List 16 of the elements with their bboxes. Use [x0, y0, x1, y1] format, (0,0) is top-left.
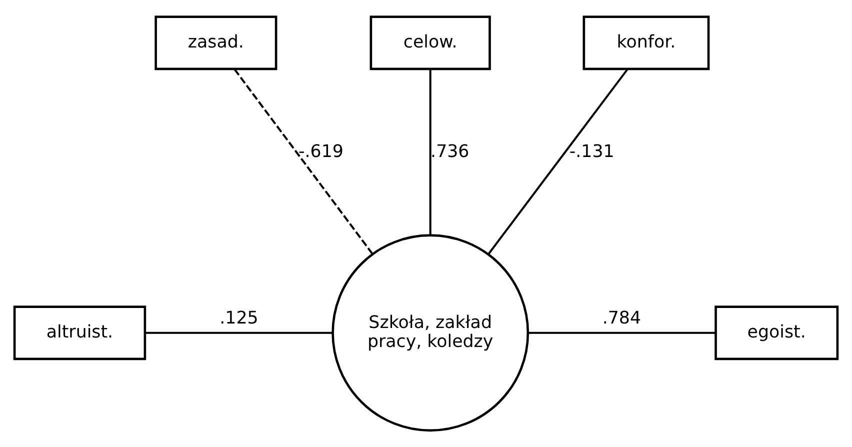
connector [528, 332, 716, 334]
connector [145, 332, 333, 334]
edge-label: .125 [220, 308, 258, 329]
node-box: celow. [370, 16, 491, 70]
edge-label: -.131 [569, 142, 614, 162]
node-box: altruist. [13, 306, 146, 360]
node-box: egoist. [714, 306, 839, 360]
node-circle: Szkoła, zakład pracy, koledzy [332, 234, 530, 432]
edge-label: .784 [602, 308, 642, 329]
connector [429, 69, 432, 236]
node-box: zasad. [154, 16, 278, 70]
edge-label: -.619 [298, 142, 344, 162]
edge-label: .736 [430, 142, 470, 162]
node-box: konfor. [582, 16, 710, 70]
connector [488, 68, 628, 255]
connector [234, 68, 374, 255]
